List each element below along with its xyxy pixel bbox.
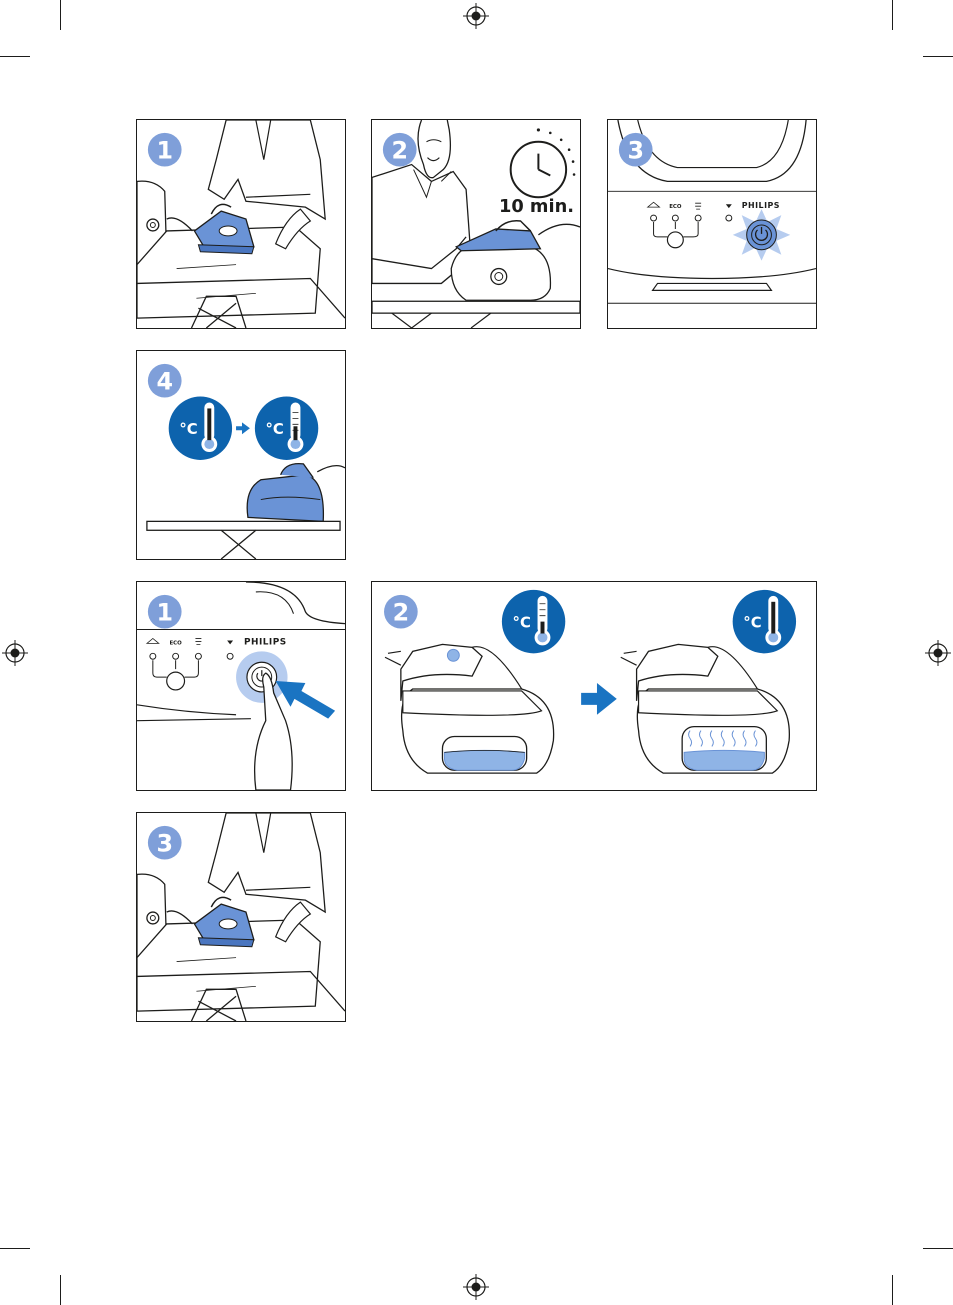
step-number: 4	[156, 368, 173, 396]
registration-mark-icon	[925, 640, 951, 666]
registration-mark-icon	[463, 1274, 489, 1300]
crop-mark	[0, 1248, 30, 1249]
step-number: 3	[156, 830, 173, 858]
step-number: 1	[156, 137, 173, 165]
crop-mark	[60, 0, 61, 30]
timer-label: 10 min.	[499, 196, 574, 217]
panel-step-1-press-power: ECO PHILIPS 1	[136, 581, 346, 791]
registration-mark-icon	[463, 3, 489, 29]
crop-mark	[923, 1248, 953, 1249]
panel-step-2-wait: 10 min. 2	[371, 119, 581, 329]
step-number: 3	[627, 137, 644, 165]
step-number: 2	[393, 599, 410, 627]
brand-logo: PHILIPS	[244, 637, 287, 647]
brand-logo: PHILIPS	[742, 201, 780, 210]
step-number: 2	[391, 137, 408, 165]
temp-unit: °C	[513, 614, 531, 632]
crop-mark	[892, 0, 893, 30]
temp-unit: °C	[266, 420, 284, 438]
panel-step-4-temperature: °C °C 4	[136, 350, 346, 560]
crop-mark	[892, 1275, 893, 1305]
panel-step-2-heating: °C °C 2	[371, 581, 817, 791]
temp-unit: °C	[743, 614, 761, 632]
registration-mark-icon	[2, 640, 28, 666]
step-number: 1	[156, 599, 173, 627]
panel-step-3-ironing: 3	[136, 812, 346, 1022]
crop-mark	[923, 56, 953, 57]
panel-step-3-power: ECO PHILIPS 3	[607, 119, 817, 329]
panel-step-1-ironing: 1	[136, 119, 346, 329]
crop-mark	[0, 56, 30, 57]
temp-unit: °C	[179, 420, 197, 438]
eco-label: ECO	[669, 204, 682, 210]
eco-label: ECO	[169, 640, 182, 646]
crop-mark	[60, 1275, 61, 1305]
